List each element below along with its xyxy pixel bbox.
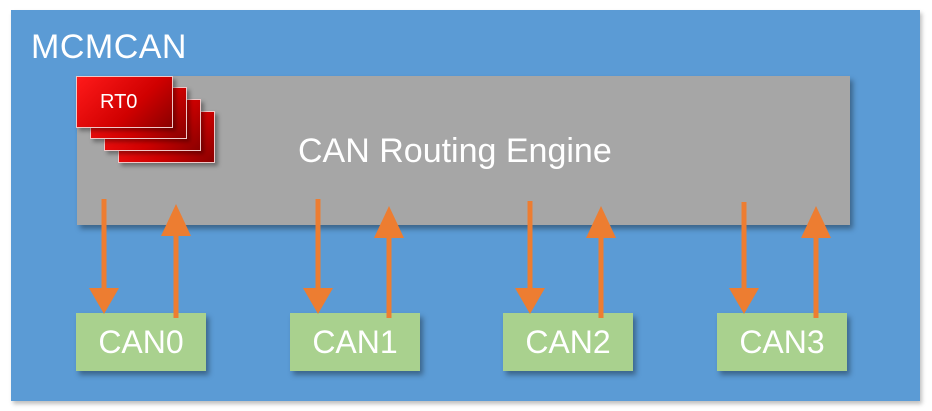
can-box-3: CAN3	[717, 313, 847, 371]
rt-card-front	[76, 76, 173, 128]
can-box-1: CAN1	[290, 313, 420, 371]
rt-label: RT0	[100, 91, 138, 113]
can-box-2: CAN2	[503, 313, 633, 371]
routing-engine-label: CAN Routing Engine	[298, 132, 612, 170]
mcmcan-label: MCMCAN	[31, 28, 187, 66]
can-box-0: CAN0	[76, 313, 206, 371]
